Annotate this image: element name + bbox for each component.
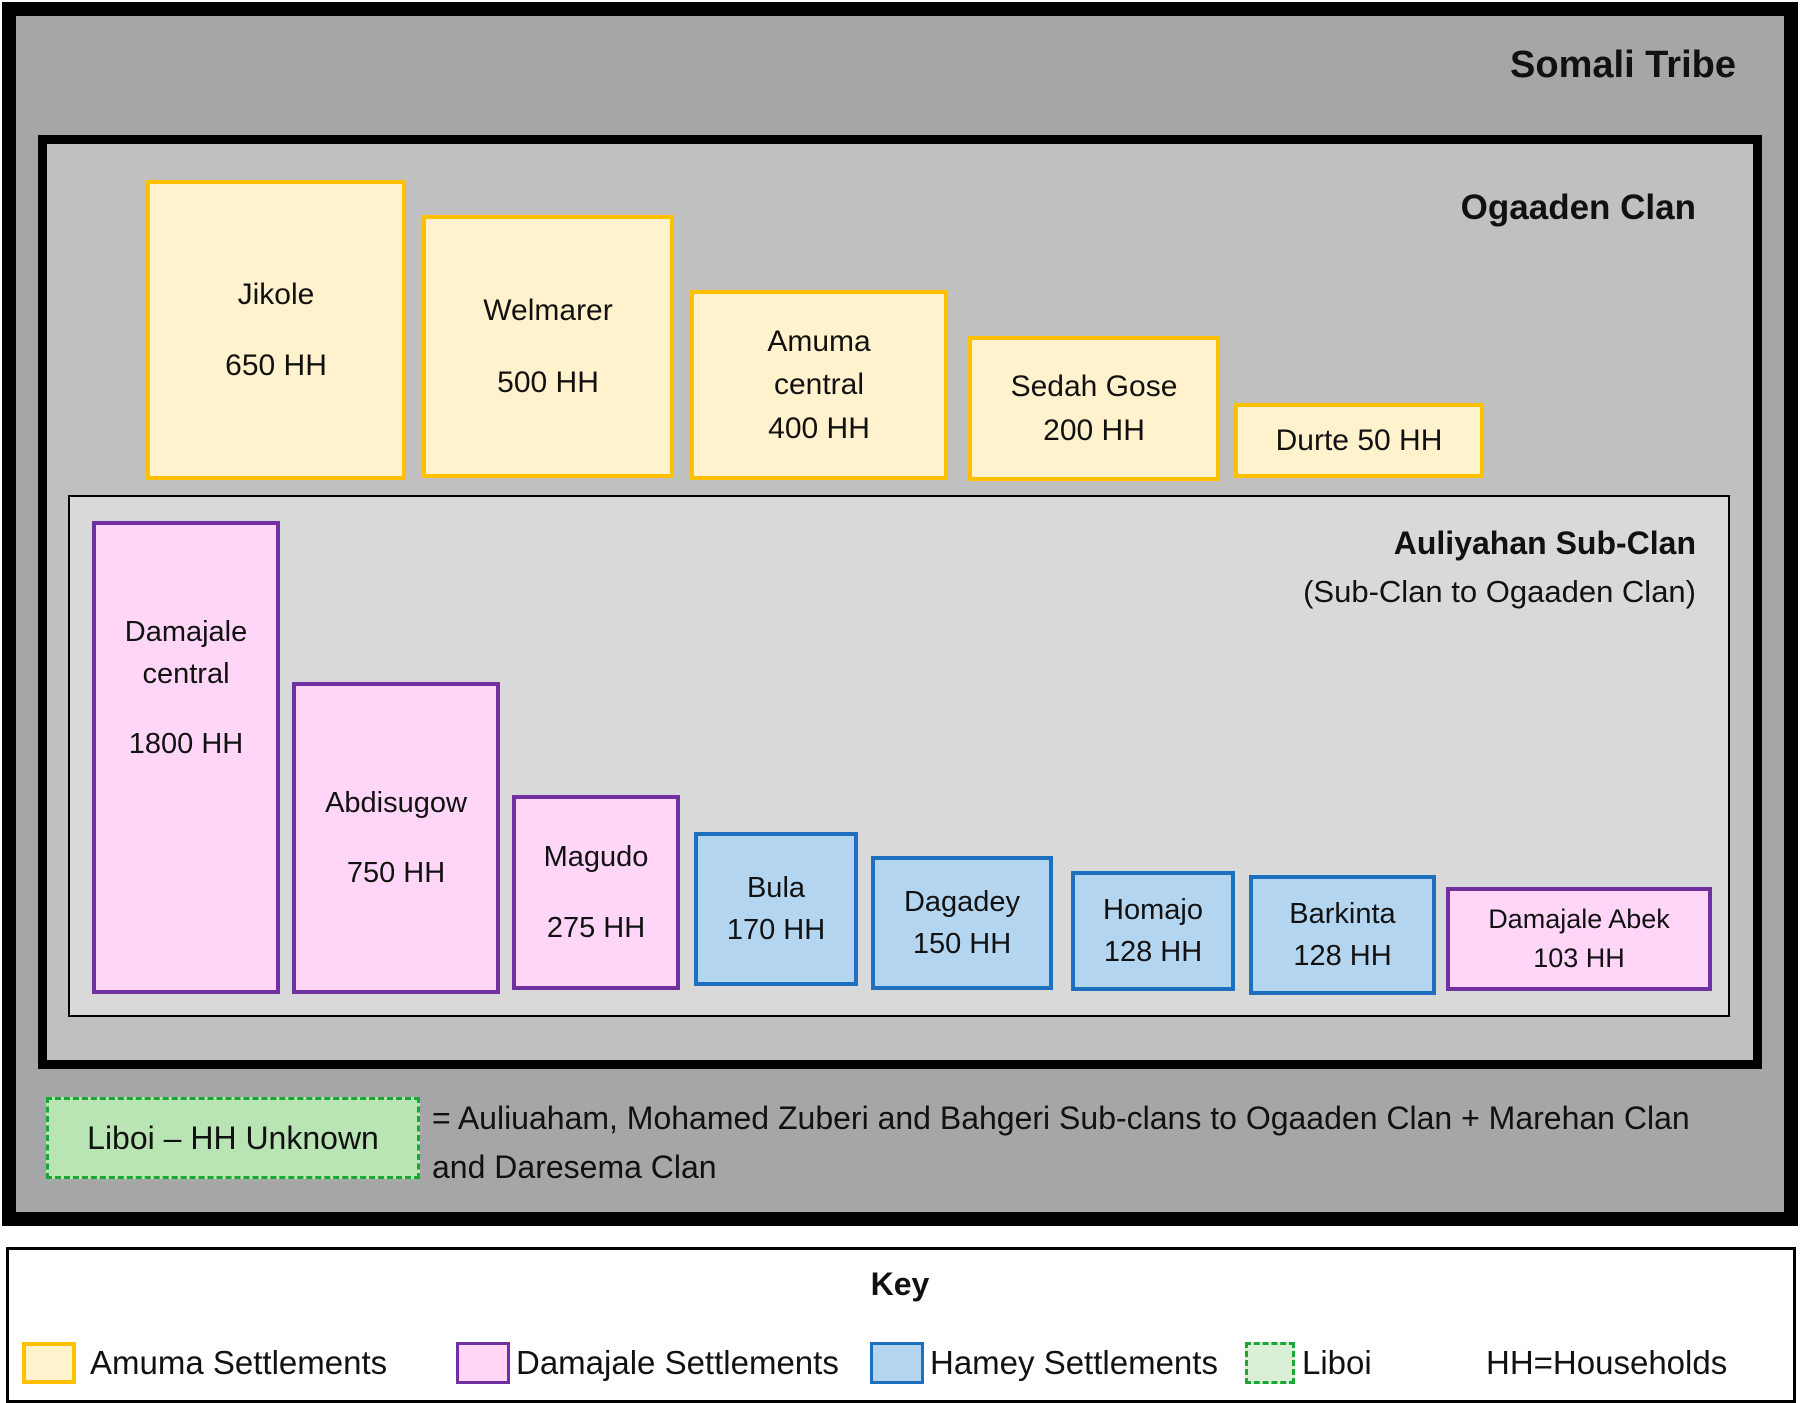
settlement-amuma-central: Amuma central 400 HH (690, 290, 948, 480)
key-damajale-label: Damajale Settlements (516, 1344, 839, 1381)
settlement-dagadey: Dagadey 150 HH (871, 856, 1053, 990)
settlement-name: Sedah Gose (1010, 370, 1178, 403)
somali-tribe-title: Somali Tribe (1510, 44, 1736, 86)
settlement-households: 128 HH (1293, 940, 1392, 972)
key-hamey-swatch (870, 1342, 924, 1384)
settlement-name: Damajale Abek (1488, 903, 1670, 934)
settlement-name: Magudo (543, 841, 649, 874)
settlement-households: 170 HH (726, 914, 826, 946)
settlement-sedah-gose: Sedah Gose 200 HH (968, 336, 1220, 481)
settlement-name: Dagadey (903, 885, 1021, 918)
key-damajale-swatch (456, 1342, 510, 1384)
settlement-households: 200 HH (1043, 413, 1145, 447)
auliyahan-subclan-subtitle: (Sub-Clan to Ogaaden Clan) (1303, 574, 1696, 609)
ogaaden-clan-title: Ogaaden Clan (1460, 188, 1696, 227)
settlement-name: Amuma central (767, 324, 871, 402)
key-liboi-label: Liboi (1302, 1344, 1372, 1381)
settlement-bula: Bula 170 HH (694, 832, 858, 986)
settlement-households: 150 HH (912, 928, 1012, 960)
settlement-damajale-abek: Damajale Abek 103 HH (1446, 887, 1712, 991)
key-hamey-label: Hamey Settlements (930, 1344, 1218, 1381)
settlement-durte: Durte 50 HH (1234, 403, 1484, 478)
settlement-homajo: Homajo 128 HH (1071, 871, 1235, 991)
settlement-barkinta: Barkinta 128 HH (1249, 875, 1436, 995)
settlement-abdisugow: Abdisugow 750 HH (292, 682, 500, 994)
settlement-welmarer: Welmarer 500 HH (422, 215, 674, 478)
liboi-note: = Auliuaham, Mohamed Zuberi and Bahgeri … (432, 1100, 1690, 1185)
settlement-households: 750 HH (346, 857, 446, 889)
key-amuma-swatch (22, 1342, 76, 1384)
settlement-name: Bula (746, 871, 806, 904)
liboi-label: Liboi – HH Unknown (87, 1119, 379, 1156)
settlement-households: 103 HH (1533, 943, 1625, 973)
settlement-name: Damajale central (124, 616, 248, 691)
settlement-name: Jikole (237, 277, 315, 311)
settlement-households: 650 HH (225, 349, 327, 382)
settlement-households: 275 HH (546, 911, 646, 944)
key-amuma-label: Amuma Settlements (90, 1344, 388, 1381)
liboi-box: Liboi – HH Unknown (46, 1097, 420, 1179)
key-title: Key (870, 1266, 930, 1302)
settlement-name: Barkinta (1289, 897, 1396, 930)
settlement-name: Durte 50 HH (1275, 423, 1443, 457)
settlement-households: 500 HH (497, 365, 599, 399)
settlement-name: Homajo (1103, 893, 1203, 926)
settlement-name: Welmarer (483, 294, 613, 327)
settlement-households: 1800 HH (128, 728, 244, 761)
settlement-households: 128 HH (1103, 936, 1203, 968)
auliyahan-subclan-title: Auliyahan Sub-Clan (1393, 525, 1696, 561)
settlement-name: Abdisugow (325, 786, 467, 819)
key-households-label: HH=Households (1486, 1344, 1728, 1381)
settlement-magudo: Magudo 275 HH (512, 795, 680, 990)
settlement-jikole: Jikole 650 HH (146, 180, 406, 480)
settlement-households: 400 HH (768, 411, 870, 445)
settlement-damajale-central: Damajale central 1800 HH (92, 521, 280, 994)
key-liboi-swatch (1245, 1342, 1295, 1384)
